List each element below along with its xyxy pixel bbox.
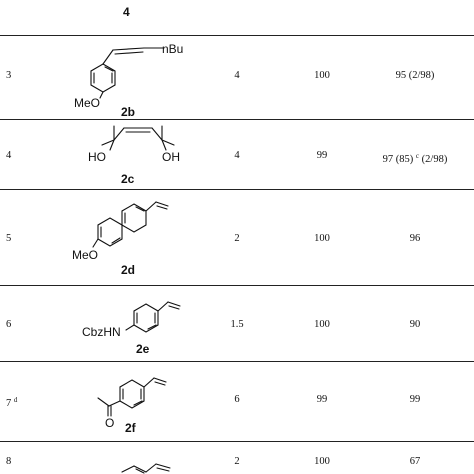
entry-number: 7 d xyxy=(6,396,18,409)
group-meo: MeO xyxy=(74,96,100,110)
entry-number: 6 xyxy=(6,319,12,330)
time-value: 2 xyxy=(234,233,240,244)
row-divider xyxy=(0,285,474,286)
structure-4-drawing: Et 4 xyxy=(123,5,130,19)
structure-2e: CbzHN 2e xyxy=(60,286,200,360)
conversion-value: 99 xyxy=(316,150,328,161)
time-value: 2 xyxy=(234,456,240,467)
structure-2b: nBu MeO 2b xyxy=(60,36,200,119)
conversion-value: 99 xyxy=(316,394,328,405)
yield-value: 96 xyxy=(409,233,421,244)
structure-2f: O 2f xyxy=(60,362,200,440)
structure-2d: MeO 2d xyxy=(60,190,200,284)
yield-value: 99 xyxy=(409,394,421,405)
compound-label: 2b xyxy=(121,105,135,119)
table-row: 3 nBu MeO 2b 4 100 95 (2/98) xyxy=(0,36,474,119)
entry-number: 5 xyxy=(6,233,12,244)
yield-value: 67 xyxy=(409,456,421,467)
group-nbu: nBu xyxy=(162,42,183,56)
yield-value: 90 xyxy=(409,319,421,330)
conversion-value: 100 xyxy=(314,70,330,81)
yield-value: 95 (2/98) xyxy=(395,70,435,81)
structure-2f-drawing: O 2f xyxy=(97,377,167,435)
structure-2b-drawing: nBu MeO 2b xyxy=(74,42,183,119)
structure-2c: HO OH 2c xyxy=(60,120,200,188)
group-meo: MeO xyxy=(72,248,98,262)
benzene-ring xyxy=(119,379,145,409)
structure-2c-drawing: HO OH 2c xyxy=(88,125,180,186)
time-value: 1.5 xyxy=(230,319,244,330)
table-row: 6 CbzHN 2e 1.5 100 90 xyxy=(0,286,474,360)
row-divider xyxy=(0,441,474,442)
group-cbzhn: CbzHN xyxy=(82,325,121,339)
table-row: 4 HO OH 2c 4 99 97 (85) c (2/98) xyxy=(0,120,474,188)
naphthalene-ring-a xyxy=(121,203,147,233)
entry-number: 3 xyxy=(6,70,12,81)
compound-label: 2e xyxy=(136,342,150,356)
naphthalene-ring-b xyxy=(97,217,123,247)
conversion-value: 100 xyxy=(314,319,330,330)
partial-structure-4: Et 4 xyxy=(60,0,200,30)
table-row: 8 2 100 67 xyxy=(0,442,474,474)
group-oh: OH xyxy=(162,150,180,164)
time-value: 4 xyxy=(234,70,240,81)
group-o: O xyxy=(105,416,114,430)
table-row: 7 d O 2f 6 99 99 xyxy=(0,362,474,440)
yield-value: 97 (85) c (2/98) xyxy=(382,152,448,165)
compound-label: 2c xyxy=(121,172,135,186)
entry-number: 4 xyxy=(6,150,12,161)
entry-number: 8 xyxy=(6,456,12,467)
row-divider xyxy=(0,35,474,36)
row-divider xyxy=(0,361,474,362)
compound-label: 2d xyxy=(121,263,135,277)
time-value: 4 xyxy=(234,150,240,161)
time-value: 6 xyxy=(234,394,240,405)
structure-2e-drawing: CbzHN 2e xyxy=(82,301,181,356)
row-divider xyxy=(0,119,474,120)
conversion-value: 100 xyxy=(314,233,330,244)
table-row: 5 MeO 2d 2 100 96 xyxy=(0,190,474,284)
group-ho: HO xyxy=(88,150,106,164)
row-divider xyxy=(0,189,474,190)
structure-partial xyxy=(60,442,200,474)
benzene-ring xyxy=(90,63,116,93)
structure-2d-drawing: MeO 2d xyxy=(72,201,169,277)
compound-label: 2f xyxy=(125,421,137,435)
conversion-value: 100 xyxy=(314,456,330,467)
benzene-ring xyxy=(133,303,159,333)
structure-partial-drawing xyxy=(121,463,171,474)
compound-label: 4 xyxy=(123,5,130,19)
